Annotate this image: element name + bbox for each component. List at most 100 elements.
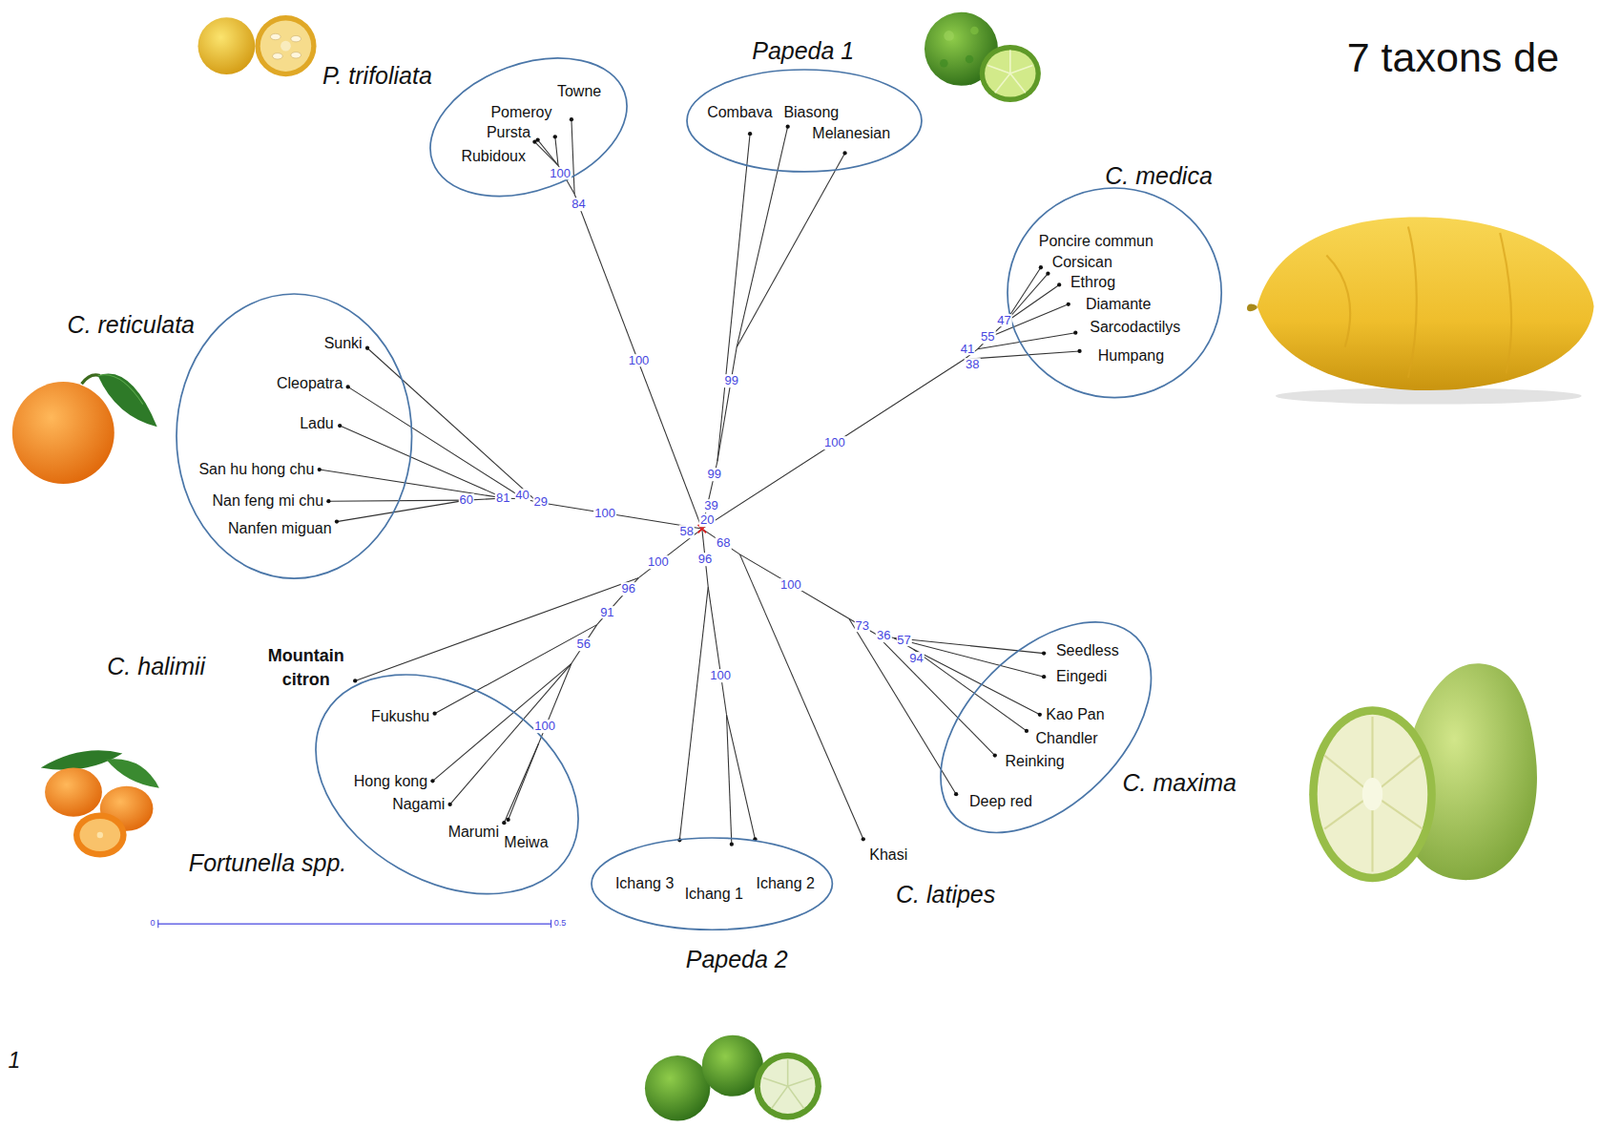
cultivar-name: Combava — [706, 103, 772, 121]
taxon-group: Papeda 1CombavaBiasongMelanesian — [686, 69, 922, 172]
tree-branch — [707, 586, 727, 715]
bootstrap-value: 55 — [979, 330, 996, 344]
tree-branch — [571, 119, 575, 194]
cultivar-name: Biasong — [783, 103, 839, 121]
tree-branch — [435, 624, 598, 714]
group-name: C. maxima — [1122, 768, 1236, 797]
taxon-group: C. reticulataSunkiCleopatraLaduSan hu ho… — [176, 293, 413, 579]
cultivar-name: Diamante — [1085, 295, 1151, 313]
cultivar-name: Ichang 3 — [615, 874, 674, 893]
group-outline — [1007, 187, 1222, 398]
leaf-dot — [430, 778, 435, 783]
leaf-dot — [842, 150, 847, 155]
cultivar-name: Humpang — [1098, 347, 1164, 365]
bootstrap-value: 60 — [458, 493, 475, 507]
taxon-name: C. halimii — [106, 654, 206, 682]
cultivar-name: Nan feng mi chu — [212, 492, 325, 510]
cultivar-name: Sarcodactilys — [1089, 318, 1181, 336]
tree-branch — [964, 351, 1081, 360]
leaf-dot — [365, 346, 370, 351]
cultivar-name: Fukushu — [371, 707, 430, 726]
bootstrap-value: 20 — [699, 514, 715, 528]
tree-branch — [849, 618, 876, 634]
tree-branch — [739, 554, 863, 839]
group-name: Fortunella spp. — [188, 848, 347, 876]
bootstrap-value: 94 — [908, 651, 924, 665]
figure-number: 1 — [8, 1049, 21, 1074]
leaf-dot — [1041, 674, 1046, 679]
bootstrap-value: 100 — [779, 578, 803, 592]
cultivar-name: Cleopatra — [276, 374, 343, 393]
leaf-dot — [1066, 302, 1071, 307]
leaf-dot — [346, 384, 351, 389]
leaf-dot — [729, 841, 734, 846]
bootstrap-value: 100 — [823, 436, 847, 450]
tree-branch — [913, 648, 1027, 731]
leaf-dot — [786, 124, 790, 129]
phylogenetic-tree — [317, 117, 1082, 847]
bootstrap-value: 100 — [708, 668, 732, 683]
cultivar-name: Poncire commun — [1038, 232, 1154, 250]
tree-branch — [339, 425, 504, 499]
kumquat-fruit — [41, 749, 160, 857]
tree-branch — [367, 348, 539, 503]
leaf-dot — [1038, 265, 1043, 270]
tree-branch — [736, 152, 845, 347]
leaf-dot — [334, 519, 339, 523]
bootstrap-value: 36 — [875, 628, 892, 643]
bootstrap-value: 100 — [548, 166, 572, 181]
leaf-dot — [1073, 331, 1078, 335]
leaf-dot — [353, 678, 357, 683]
group-outline — [591, 837, 832, 930]
group-name: Papeda 1 — [751, 37, 854, 65]
tree-branch — [736, 126, 788, 348]
group-outline — [176, 293, 413, 579]
leaf-dot — [337, 423, 342, 428]
cultivar-name: Nagami — [392, 795, 445, 813]
scale-value: 0.5 — [554, 918, 567, 929]
tree-branch — [336, 499, 467, 521]
taxon-group: Fortunella spp.FukushuHong kongNagamiMar… — [315, 674, 579, 894]
taxon-group: C. maximaSeedlessEingediKao PanChandlerR… — [940, 622, 1151, 832]
bootstrap-value: 68 — [715, 536, 731, 550]
cultivar-name: Kao Pan — [1045, 705, 1104, 723]
bootstrap-value: 96 — [621, 581, 637, 596]
papeda-fruit — [644, 1035, 822, 1122]
bootstrap-value: 84 — [570, 197, 586, 211]
tree-branch — [679, 586, 708, 840]
group-name: Papeda 2 — [685, 945, 789, 974]
bootstrap-value: 91 — [599, 605, 615, 620]
tree-branch — [508, 743, 540, 820]
tree-branch — [503, 743, 539, 823]
citron-fruit — [1246, 216, 1595, 404]
group-outline — [411, 33, 646, 223]
bootstrap-value: 58 — [679, 524, 695, 539]
accession-name: Mountain citron — [262, 644, 351, 691]
tree-branch — [618, 577, 639, 601]
bootstrap-value: 99 — [706, 467, 722, 481]
bootstrap-value: 81 — [495, 491, 511, 505]
tree-branch — [1004, 284, 1060, 323]
tree-branch — [989, 304, 1068, 337]
bootstrap-value: 47 — [996, 313, 1012, 328]
bootstrap-value: 100 — [646, 555, 670, 569]
group-ellipse — [686, 69, 922, 172]
cultivar-name: Ethrog — [1070, 273, 1116, 291]
leaf-dot — [448, 802, 453, 807]
bootstrap-value: 100 — [627, 353, 651, 368]
leaf-dot — [993, 752, 998, 757]
cultivar-name: San hu hong chu — [198, 460, 314, 478]
pomelo-fruit — [1309, 663, 1538, 882]
bootstrap-value: 100 — [533, 720, 557, 734]
bootstrap-value: 56 — [576, 637, 592, 651]
cultivar-name: Sunki — [324, 334, 363, 353]
group-outline — [901, 582, 1191, 873]
taxon-group: P. trifoliataTownePomeroyPurstaRubidoux — [430, 58, 627, 197]
cultivar-name: Pomeroy — [490, 103, 552, 121]
leaf-dot — [317, 467, 322, 472]
tree-branch — [849, 618, 956, 794]
bootstrap-value: 38 — [964, 357, 980, 372]
